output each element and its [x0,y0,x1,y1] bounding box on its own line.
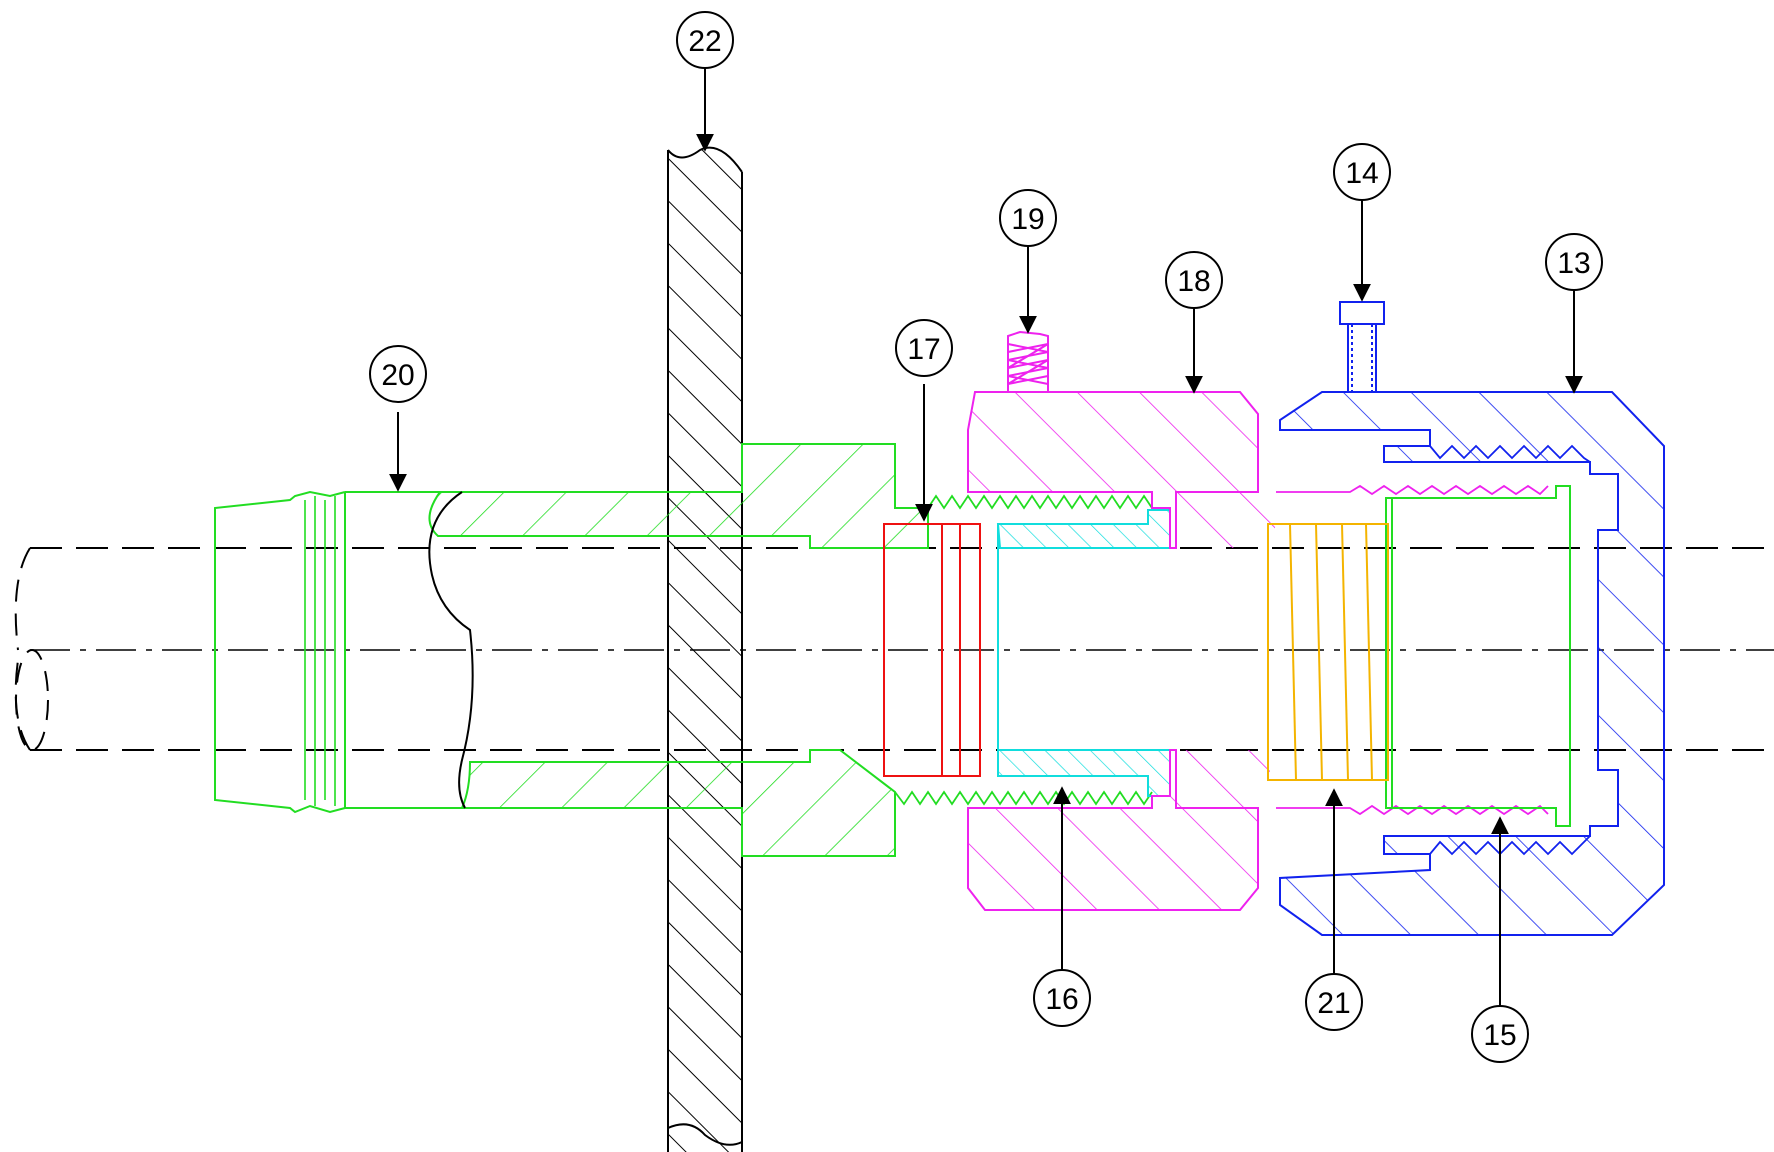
balloon-14-label: 14 [1345,157,1378,190]
balloon-13-label: 13 [1557,247,1590,280]
bushing [996,509,1171,797]
balloon-16: 16 [1033,969,1091,1027]
inner-sleeve [1385,485,1571,827]
balloon-15: 15 [1471,1005,1529,1063]
balloon-18: 18 [1165,251,1223,309]
balloon-21-label: 21 [1317,987,1350,1020]
leader-lines [389,68,1583,1010]
balloon-13: 13 [1545,233,1603,291]
break-line [428,491,474,809]
balloon-19: 19 [999,189,1057,247]
balloon-16-label: 16 [1045,983,1078,1016]
balloon-19-label: 19 [1011,203,1044,236]
balloon-21: 21 [1305,973,1363,1031]
seal-ring [883,523,981,777]
balloon-22-label: 22 [688,25,721,58]
balloon-15-label: 15 [1483,1019,1516,1052]
balloon-18-label: 18 [1177,265,1210,298]
packing-rings [1267,523,1389,781]
balloon-17: 17 [895,319,953,377]
grease-fitting [1007,330,1049,392]
set-screw [1339,301,1385,392]
fitting-body [214,443,1153,857]
balloon-14: 14 [1333,143,1391,201]
balloon-17-label: 17 [907,333,940,366]
balloon-20: 20 [369,345,427,403]
balloon-22: 22 [676,11,734,69]
union-nut [967,391,1549,911]
balloon-20-label: 20 [381,359,414,392]
cap-nut [1279,391,1665,936]
pipe-outline [14,547,1774,751]
